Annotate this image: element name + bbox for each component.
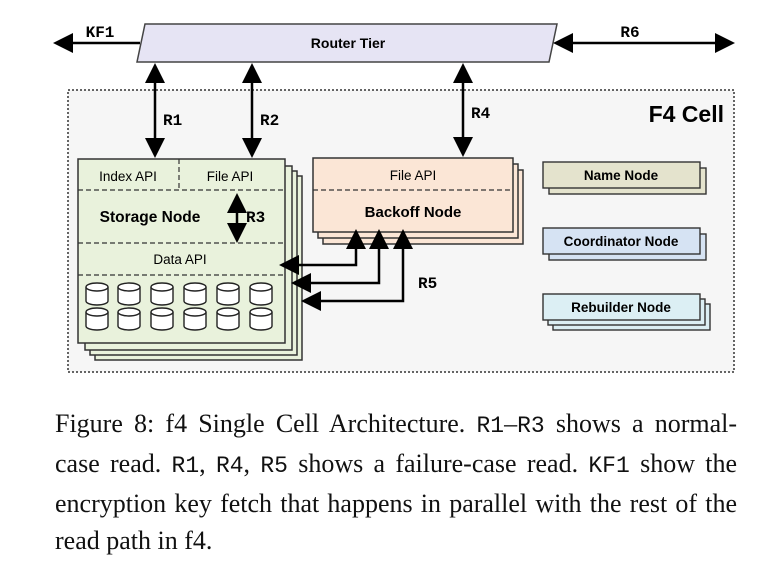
router-tier xyxy=(136,23,558,63)
disk-icon xyxy=(183,282,207,306)
caption-text: shows a normal-case read. xyxy=(55,409,738,478)
rebuilder-node xyxy=(542,293,701,321)
disk-icon xyxy=(117,307,141,331)
r2-label: R2 xyxy=(260,112,279,130)
disk-icon xyxy=(150,307,174,331)
r4-label: R4 xyxy=(471,105,491,123)
disk-array xyxy=(85,282,273,331)
name-node xyxy=(542,161,701,189)
caption-code: R5 xyxy=(260,453,288,479)
caption-code: R1 xyxy=(476,413,505,439)
caption-code: KF1 xyxy=(588,453,630,479)
kf1-label: KF1 xyxy=(86,24,115,42)
figure-caption: Figure 8: f4 Single Cell Architecture. R… xyxy=(55,405,737,559)
caption-text: Figure 8: f4 Single Cell Architecture. xyxy=(55,409,477,438)
router-tier-label: Router Tier xyxy=(311,35,386,51)
caption-code: R3 xyxy=(517,413,545,439)
disk-icon xyxy=(216,307,240,331)
caption-text: , xyxy=(243,449,261,478)
disk-icon xyxy=(183,307,207,331)
caption-code: R1 xyxy=(171,453,200,479)
storage-node-title: Storage Node xyxy=(100,209,201,226)
disk-icon xyxy=(85,282,109,306)
caption-text: – xyxy=(504,409,518,438)
r5-arrow xyxy=(301,229,413,311)
disk-icon xyxy=(249,282,273,306)
caption-text: show the encryption key fetch that happe… xyxy=(55,449,738,555)
name-node-label: Name Node xyxy=(584,168,659,183)
r6-label: R6 xyxy=(620,24,639,42)
f4-cell-label: F4 Cell xyxy=(649,101,724,127)
caption-code: R4 xyxy=(215,453,244,479)
rebuilder-node-label: Rebuilder Node xyxy=(571,300,671,315)
disk-icon xyxy=(85,307,109,331)
caption-text: shows a failure-case read. xyxy=(287,449,589,478)
backoff-node-title: Backoff Node xyxy=(365,204,462,221)
r1-label: R1 xyxy=(163,112,182,130)
data-api-label: Data API xyxy=(153,252,206,267)
r3-label: R3 xyxy=(246,209,265,227)
disk-icon xyxy=(117,282,141,306)
backoff-file-api-label: File API xyxy=(390,168,437,183)
disk-icon xyxy=(249,307,273,331)
architecture-diagram: F4 Cell Router Tier KF1 R6 Index API Fil… xyxy=(53,23,735,373)
coordinator-node xyxy=(542,227,701,255)
disk-icon xyxy=(216,282,240,306)
caption-text: , xyxy=(199,449,216,478)
disk-icon xyxy=(150,282,174,306)
index-api-label: Index API xyxy=(99,169,157,184)
backoff-node xyxy=(312,157,514,233)
r5-label: R5 xyxy=(418,275,437,293)
coordinator-node-label: Coordinator Node xyxy=(564,234,679,249)
storage-file-api-label: File API xyxy=(207,169,254,184)
